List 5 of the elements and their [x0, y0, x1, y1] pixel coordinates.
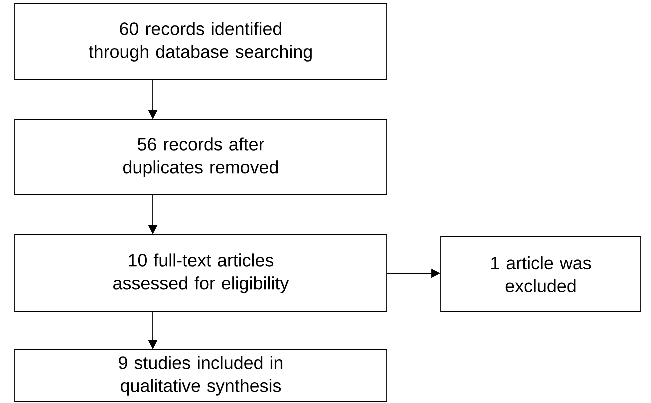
process-box: 56 records after duplicates removed	[14, 120, 388, 196]
process-box: 60 records identified through database searching	[14, 4, 388, 80]
process-box: 9 studies included in qualitative synthesis	[14, 350, 388, 402]
process-box: 1 article was excluded	[440, 236, 642, 312]
process-box: 10 full-text articles assessed for eligibility	[14, 234, 388, 312]
